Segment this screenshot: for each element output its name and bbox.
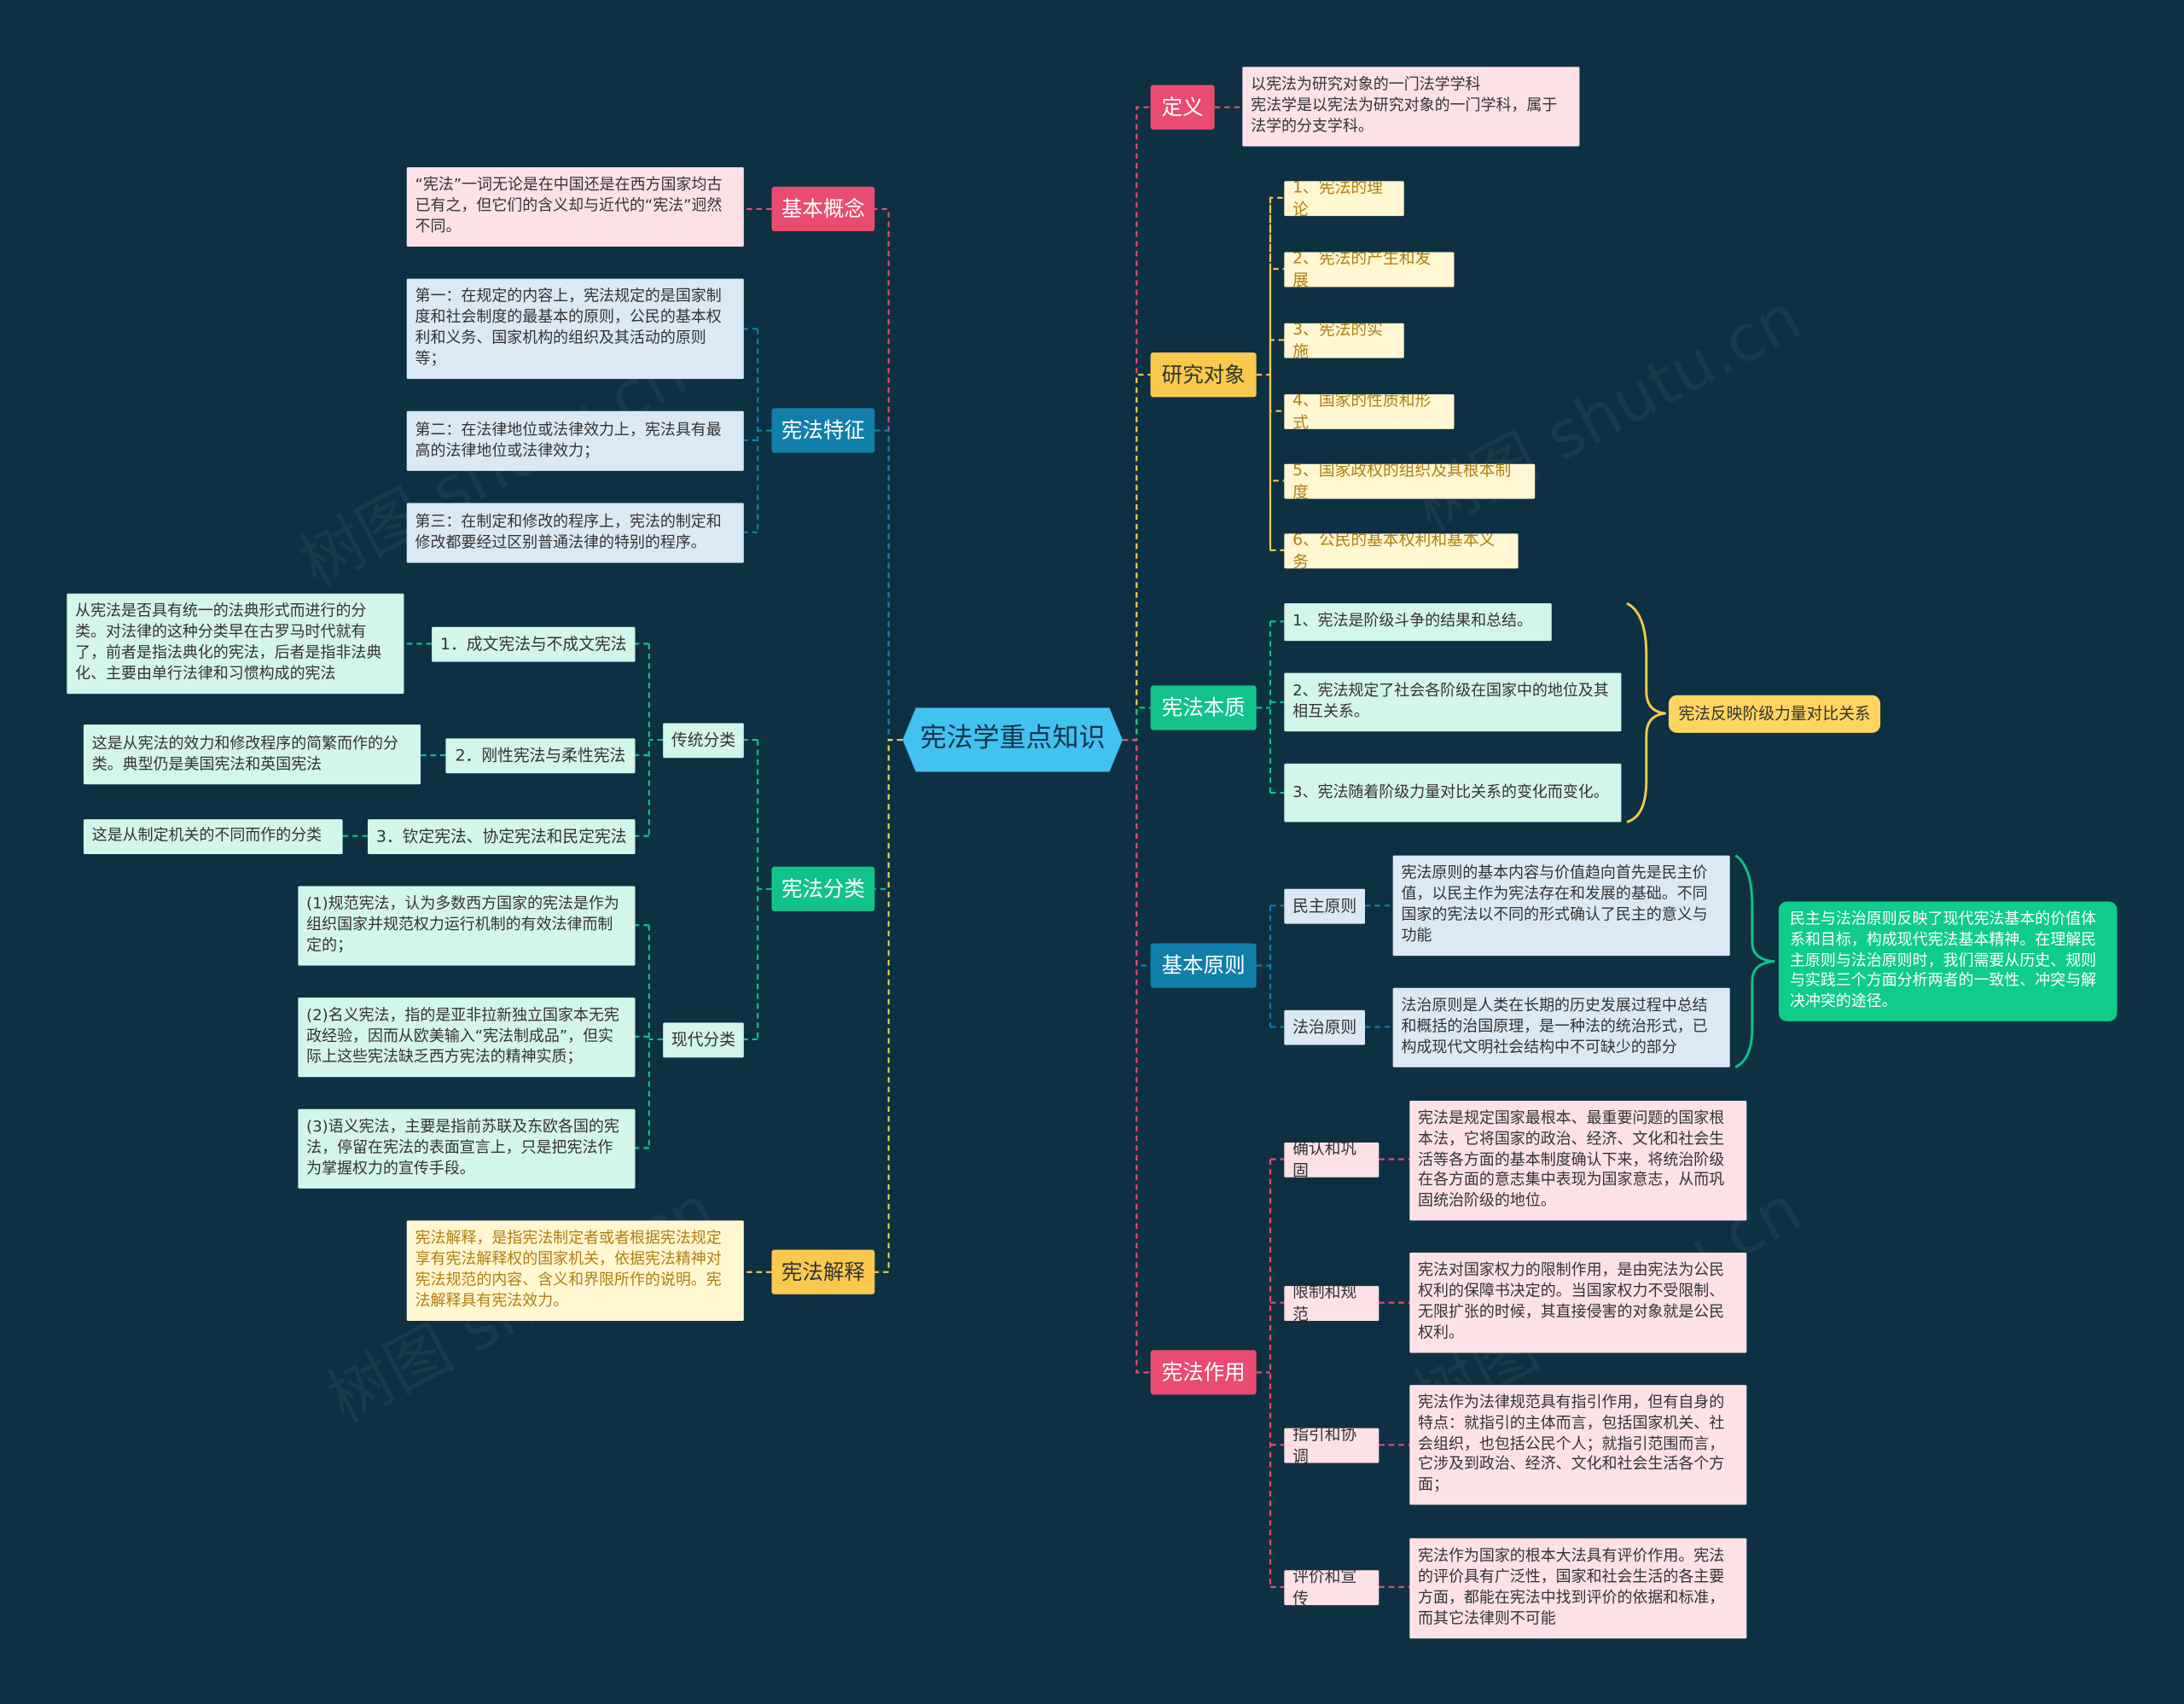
research-item: 4、国家的性质和形式: [1284, 394, 1455, 429]
function-label: 指引和协调: [1284, 1428, 1380, 1463]
connector-line: [1269, 375, 1285, 482]
connector-line: [1122, 374, 1151, 742]
feature-item: 第三：在制定和修改的程序上，宪法的制定和修改都要经过区别普通法律的特别的程序。: [406, 503, 744, 563]
traditional-item-text: 这是从制定机关的不同而作的分类: [83, 819, 343, 854]
summary-brace: [1734, 854, 1775, 1069]
traditional-item-text: 从宪法是否具有统一的法典形式而进行的分类。对法律的这种分类早在古罗马时代就有了，…: [67, 593, 404, 695]
principles-summary: 民主与法治原则反映了现代宪法基本的价值体系和目标，构成现代宪法基本精神。在理解民…: [1778, 901, 2117, 1021]
topic-functions[interactable]: 宪法作用: [1150, 1350, 1257, 1395]
topic-definition[interactable]: 定义: [1150, 84, 1215, 130]
essence-item: 1、宪法是阶级斗争的结果和总结。: [1284, 603, 1552, 642]
principle-label-rule-of-law: 法治原则: [1284, 1009, 1365, 1045]
connector-line: [1122, 106, 1151, 742]
connector-line: [1269, 375, 1285, 412]
essence-item: 3、宪法随着阶级力量对比关系的变化而变化。: [1284, 763, 1622, 823]
connector-line: [1269, 339, 1285, 375]
research-item: 1、宪法的理论: [1284, 181, 1404, 217]
connector-line: [1269, 268, 1285, 375]
function-text: 宪法是规定国家最根本、最重要问题的国家根本法，它将国家的政治、经济、文化和社会生…: [1409, 1100, 1747, 1221]
principle-label-democracy: 民主原则: [1284, 888, 1365, 924]
connector-line: [1269, 196, 1285, 375]
feature-item: 第二：在法律地位或法律效力上，宪法具有最高的法律地位或法律效力；: [406, 410, 744, 471]
modern-item: (3)语义宪法，主要是指前苏联及东欧各国的宪法，停留在宪法的表面宣言上，只是把宪…: [298, 1108, 636, 1189]
topic-principles[interactable]: 基本原则: [1150, 943, 1257, 988]
interpretation-text: 宪法解释，是指宪法制定者或者根据宪法规定享有宪法解释权的国家机关，依据宪法精神对…: [406, 1220, 744, 1321]
essence-item: 2、宪法规定了社会各阶级在国家中的地位及其相互关系。: [1284, 672, 1622, 732]
traditional-item-label: 2．刚性宪法与柔性宪法: [445, 738, 636, 774]
research-item: 5、国家政权的组织及其根本制度: [1284, 463, 1536, 499]
connector-line: [1269, 375, 1285, 552]
topic-concept[interactable]: 基本概念: [771, 186, 875, 232]
function-text: 宪法作为法律规范具有指引作用，但有自身的特点：就指引的主体而言，包括国家机关、社…: [1409, 1385, 1747, 1505]
modern-item: (1)规范宪法，认为多数西方国家的宪法是作为组织国家并规范权力运行机制的有效法律…: [298, 886, 636, 966]
feature-item: 第一：在规定的内容上，宪法规定的是国家制度和社会制度的最基本的原则，公民的基本权…: [406, 278, 744, 380]
connector-line: [874, 207, 903, 742]
connector-line: [1122, 738, 1151, 1374]
connector-line: [874, 738, 903, 1273]
summary-brace: [1626, 602, 1666, 823]
function-label: 限制和规范: [1284, 1286, 1380, 1321]
topic-essence[interactable]: 宪法本质: [1150, 685, 1257, 730]
connector-line: [874, 429, 903, 742]
principle-text-democracy: 宪法原则的基本内容与价值趋向首先是民主价值，以民主作为宪法存在和发展的基础。不同…: [1392, 855, 1730, 957]
research-item: 3、宪法的实施: [1284, 323, 1404, 358]
topic-interpretation[interactable]: 宪法解释: [771, 1249, 875, 1294]
connector-line: [1122, 707, 1151, 742]
research-item: 2、宪法的产生和发展: [1284, 252, 1455, 288]
research-item: 6、公民的基本权利和基本义务: [1284, 533, 1519, 569]
traditional-label: 传统分类: [663, 723, 744, 759]
topic-features[interactable]: 宪法特征: [771, 408, 875, 453]
function-label: 确认和巩固: [1284, 1142, 1380, 1178]
modern-item: (2)名义宪法，指的是亚非拉新独立国家本无宪政经验，因而从欧美输入“宪法制成品”…: [298, 997, 636, 1078]
topic-classification[interactable]: 宪法分类: [771, 866, 875, 911]
modern-label: 现代分类: [663, 1022, 744, 1058]
center-topic[interactable]: 宪法学重点知识: [902, 707, 1123, 772]
essence-summary: 宪法反映阶级力量对比关系: [1668, 695, 1881, 733]
traditional-item-text: 这是从宪法的效力和修改程序的简繁而作的分类。典型仍是美国宪法和英国宪法: [83, 724, 421, 785]
function-text: 宪法对国家权力的限制作用，是由宪法为公民权利的保障书决定的。当国家权力不受限制、…: [1409, 1252, 1747, 1353]
concept-text: “宪法”一词无论是在中国还是在西方国家均古已有之，但它们的含义却与近代的“宪法”…: [406, 166, 744, 247]
function-text: 宪法作为国家的根本大法具有评价作用。宪法的评价具有广泛性，国家和社会生活的各主要…: [1409, 1538, 1747, 1639]
topic-research[interactable]: 研究对象: [1150, 352, 1257, 398]
definition-text: 以宪法为研究对象的一门法学学科 宪法学是以宪法为研究对象的一门学科，属于法学的分…: [1242, 67, 1580, 147]
principle-text-rule-of-law: 法治原则是人类在长期的历史发展过程中总结和概括的治国原理，是一种法的统治形式，已…: [1392, 987, 1730, 1067]
traditional-item-label: 1．成文宪法与不成文宪法: [432, 626, 636, 662]
function-label: 评价和宣传: [1284, 1570, 1380, 1606]
traditional-item-label: 3．钦定宪法、协定宪法和民定宪法: [368, 819, 636, 854]
